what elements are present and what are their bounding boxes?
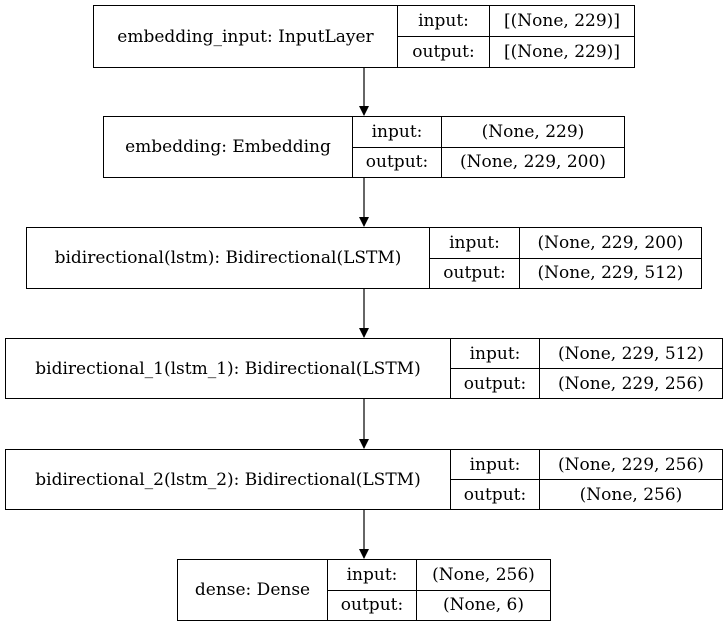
layer-name: dense: Dense <box>178 560 328 620</box>
io-labels: input: output: <box>353 117 442 177</box>
layer-name: embedding: Embedding <box>104 117 353 177</box>
io-labels: input: output: <box>451 450 540 509</box>
output-shape: (None, 229, 256) <box>558 373 704 394</box>
input-label: input: <box>451 339 539 369</box>
layer-node-embedding-input[interactable]: embedding_input: InputLayer input: outpu… <box>93 5 635 68</box>
output-label: output: <box>463 484 527 505</box>
io-values: (None, 229, 256) (None, 256) <box>540 450 722 509</box>
input-label: input: <box>353 117 441 148</box>
io-labels: input: output: <box>398 6 490 67</box>
input-label: input: <box>451 450 539 480</box>
output-label: output: <box>443 263 506 284</box>
io-values: [(None, 229)] [(None, 229)] <box>490 6 634 67</box>
layer-node-bidirectional-2[interactable]: bidirectional_2(lstm_2): Bidirectional(L… <box>5 449 723 510</box>
input-shape: [(None, 229)] <box>490 6 634 37</box>
output-label: output: <box>412 42 475 62</box>
io-labels: input: output: <box>451 339 540 398</box>
layer-node-bidirectional-1[interactable]: bidirectional_1(lstm_1): Bidirectional(L… <box>5 338 723 399</box>
layer-name: bidirectional_1(lstm_1): Bidirectional(L… <box>6 339 451 398</box>
input-shape: (None, 229, 256) <box>540 450 722 480</box>
layer-name: embedding_input: InputLayer <box>94 6 398 67</box>
output-shape: (None, 229, 512) <box>537 263 684 284</box>
input-label: input: <box>328 560 416 591</box>
output-shape: [(None, 229)] <box>504 42 620 62</box>
io-values: (None, 229) (None, 229, 200) <box>442 117 624 177</box>
input-label: input: <box>398 6 489 37</box>
layer-node-dense[interactable]: dense: Dense input: output: (None, 256) … <box>177 559 551 621</box>
input-shape: (None, 229, 512) <box>540 339 722 369</box>
io-values: (None, 256) (None, 6) <box>417 560 550 620</box>
io-labels: input: output: <box>328 560 417 620</box>
io-labels: input: output: <box>430 228 520 288</box>
io-values: (None, 229, 512) (None, 229, 256) <box>540 339 722 398</box>
input-shape: (None, 229) <box>442 117 624 148</box>
layer-name: bidirectional(lstm): Bidirectional(LSTM) <box>27 228 430 288</box>
output-label: output: <box>340 595 404 616</box>
output-shape: (None, 6) <box>442 595 524 616</box>
output-label: output: <box>463 373 527 394</box>
io-values: (None, 229, 200) (None, 229, 512) <box>520 228 701 288</box>
output-shape: (None, 229, 200) <box>460 152 606 173</box>
input-shape: (None, 256) <box>417 560 550 591</box>
output-shape: (None, 256) <box>579 484 683 505</box>
input-shape: (None, 229, 200) <box>520 228 701 259</box>
output-label: output: <box>365 152 429 173</box>
layer-node-bidirectional[interactable]: bidirectional(lstm): Bidirectional(LSTM)… <box>26 227 702 289</box>
layer-name: bidirectional_2(lstm_2): Bidirectional(L… <box>6 450 451 509</box>
layer-node-embedding[interactable]: embedding: Embedding input: output: (Non… <box>103 116 625 178</box>
input-label: input: <box>430 228 519 259</box>
